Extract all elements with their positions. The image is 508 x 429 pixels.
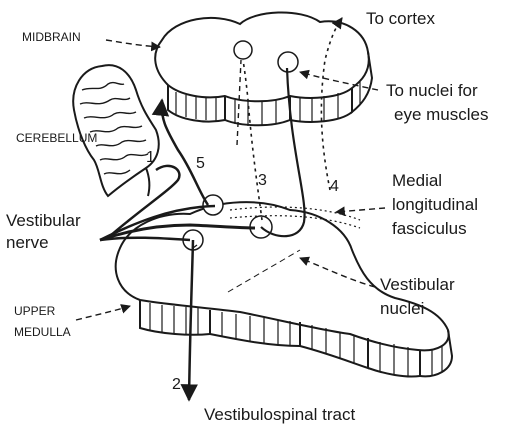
midbrain-section (155, 12, 372, 126)
label-cerebellum: CEREBELLUM (16, 131, 97, 145)
pathway-number-1: 1 (146, 149, 155, 166)
label-mlf-3: fasciculus (392, 219, 467, 238)
label-upper-medulla-2: MEDULLA (14, 325, 71, 339)
pathway-number-2: 2 (172, 376, 181, 393)
label-vestibular-nerve-2: nerve (6, 233, 49, 252)
pathway-number-5: 5 (196, 155, 205, 172)
label-to-cortex: To cortex (366, 9, 435, 28)
label-vestibulospinal-tract: Vestibulospinal tract (204, 405, 355, 424)
label-vestibular-nuclei-2: nuclei (380, 299, 424, 318)
label-to-nuclei-2: eye muscles (394, 105, 488, 124)
label-midbrain: MIDBRAIN (22, 30, 81, 44)
label-mlf-1: Medial (392, 171, 442, 190)
pathway-number-4: 4 (330, 178, 339, 195)
label-mlf-2: longitudinal (392, 195, 478, 214)
label-vestibular-nuclei-1: Vestibular (380, 275, 455, 294)
pathway-number-3: 3 (258, 172, 267, 189)
label-upper-medulla-1: UPPER (14, 304, 56, 318)
label-to-nuclei-1: To nuclei for (386, 81, 478, 100)
label-vestibular-nerve-1: Vestibular (6, 211, 81, 230)
